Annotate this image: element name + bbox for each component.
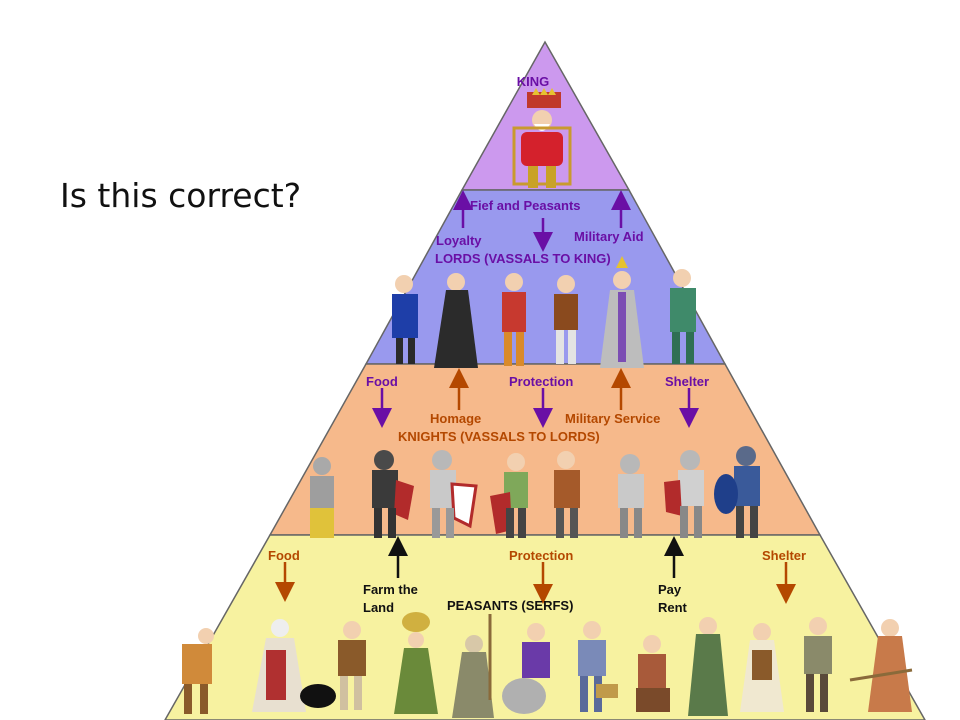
peasant-figure — [182, 628, 214, 714]
peasants-title: PEASANTS (SERFS) — [447, 598, 573, 613]
label-loyalty: Loyalty — [436, 233, 482, 248]
knight-figure — [310, 457, 334, 538]
knight-figure — [430, 450, 478, 538]
label-pay-rent-line1: Pay — [658, 582, 682, 597]
label-protection-from-knights: Protection — [509, 548, 573, 563]
lord-figure — [434, 273, 478, 368]
label-food-from-knights: Food — [268, 548, 300, 563]
label-fief-and-peasants: Fief and Peasants — [470, 198, 581, 213]
label-shelter-from-knights: Shelter — [762, 548, 806, 563]
lords-figures — [392, 256, 696, 368]
peasant-figure — [252, 619, 336, 712]
king-title: KING — [517, 74, 550, 89]
label-protection-from-lords: Protection — [509, 374, 573, 389]
label-homage: Homage — [430, 411, 481, 426]
knight-figure — [372, 450, 414, 538]
question-text: Is this correct? — [60, 176, 302, 215]
monk-figure — [452, 614, 494, 718]
label-food-from-lords: Food — [366, 374, 398, 389]
king-figure — [512, 88, 572, 188]
label-farm-the-land-line2: Land — [363, 600, 394, 615]
lords-title: LORDS (VASSALS TO KING) — [435, 251, 611, 266]
lord-figure — [392, 275, 418, 364]
knight-figure — [664, 450, 704, 538]
label-pay-rent-line2: Rent — [658, 600, 688, 615]
peasants-figures — [182, 612, 913, 718]
lord-figure — [670, 269, 696, 364]
lord-figure — [502, 273, 526, 366]
knight-figure — [490, 453, 528, 538]
label-military-service: Military Service — [565, 411, 660, 426]
label-military-aid: Military Aid — [574, 229, 644, 244]
lord-figure — [554, 275, 578, 364]
peasant-figure — [338, 621, 366, 710]
peasant-figure — [849, 619, 913, 712]
knights-title: KNIGHTS (VASSALS TO LORDS) — [398, 429, 600, 444]
peasant-figure — [804, 617, 832, 712]
peasant-figure — [636, 635, 670, 712]
knights-figures — [310, 446, 760, 538]
peasant-figure — [502, 623, 550, 714]
bishop-figure — [600, 256, 644, 368]
knight-figure — [618, 454, 644, 538]
peasant-figure — [688, 617, 728, 716]
label-shelter-from-lords: Shelter — [665, 374, 709, 389]
peasant-figure — [394, 612, 438, 714]
knight-figure — [714, 446, 760, 538]
label-farm-the-land-line1: Farm the — [363, 582, 418, 597]
peasant-figure — [740, 623, 784, 712]
lords-tier — [364, 189, 727, 365]
knight-figure — [554, 451, 580, 538]
peasant-figure — [578, 621, 618, 712]
